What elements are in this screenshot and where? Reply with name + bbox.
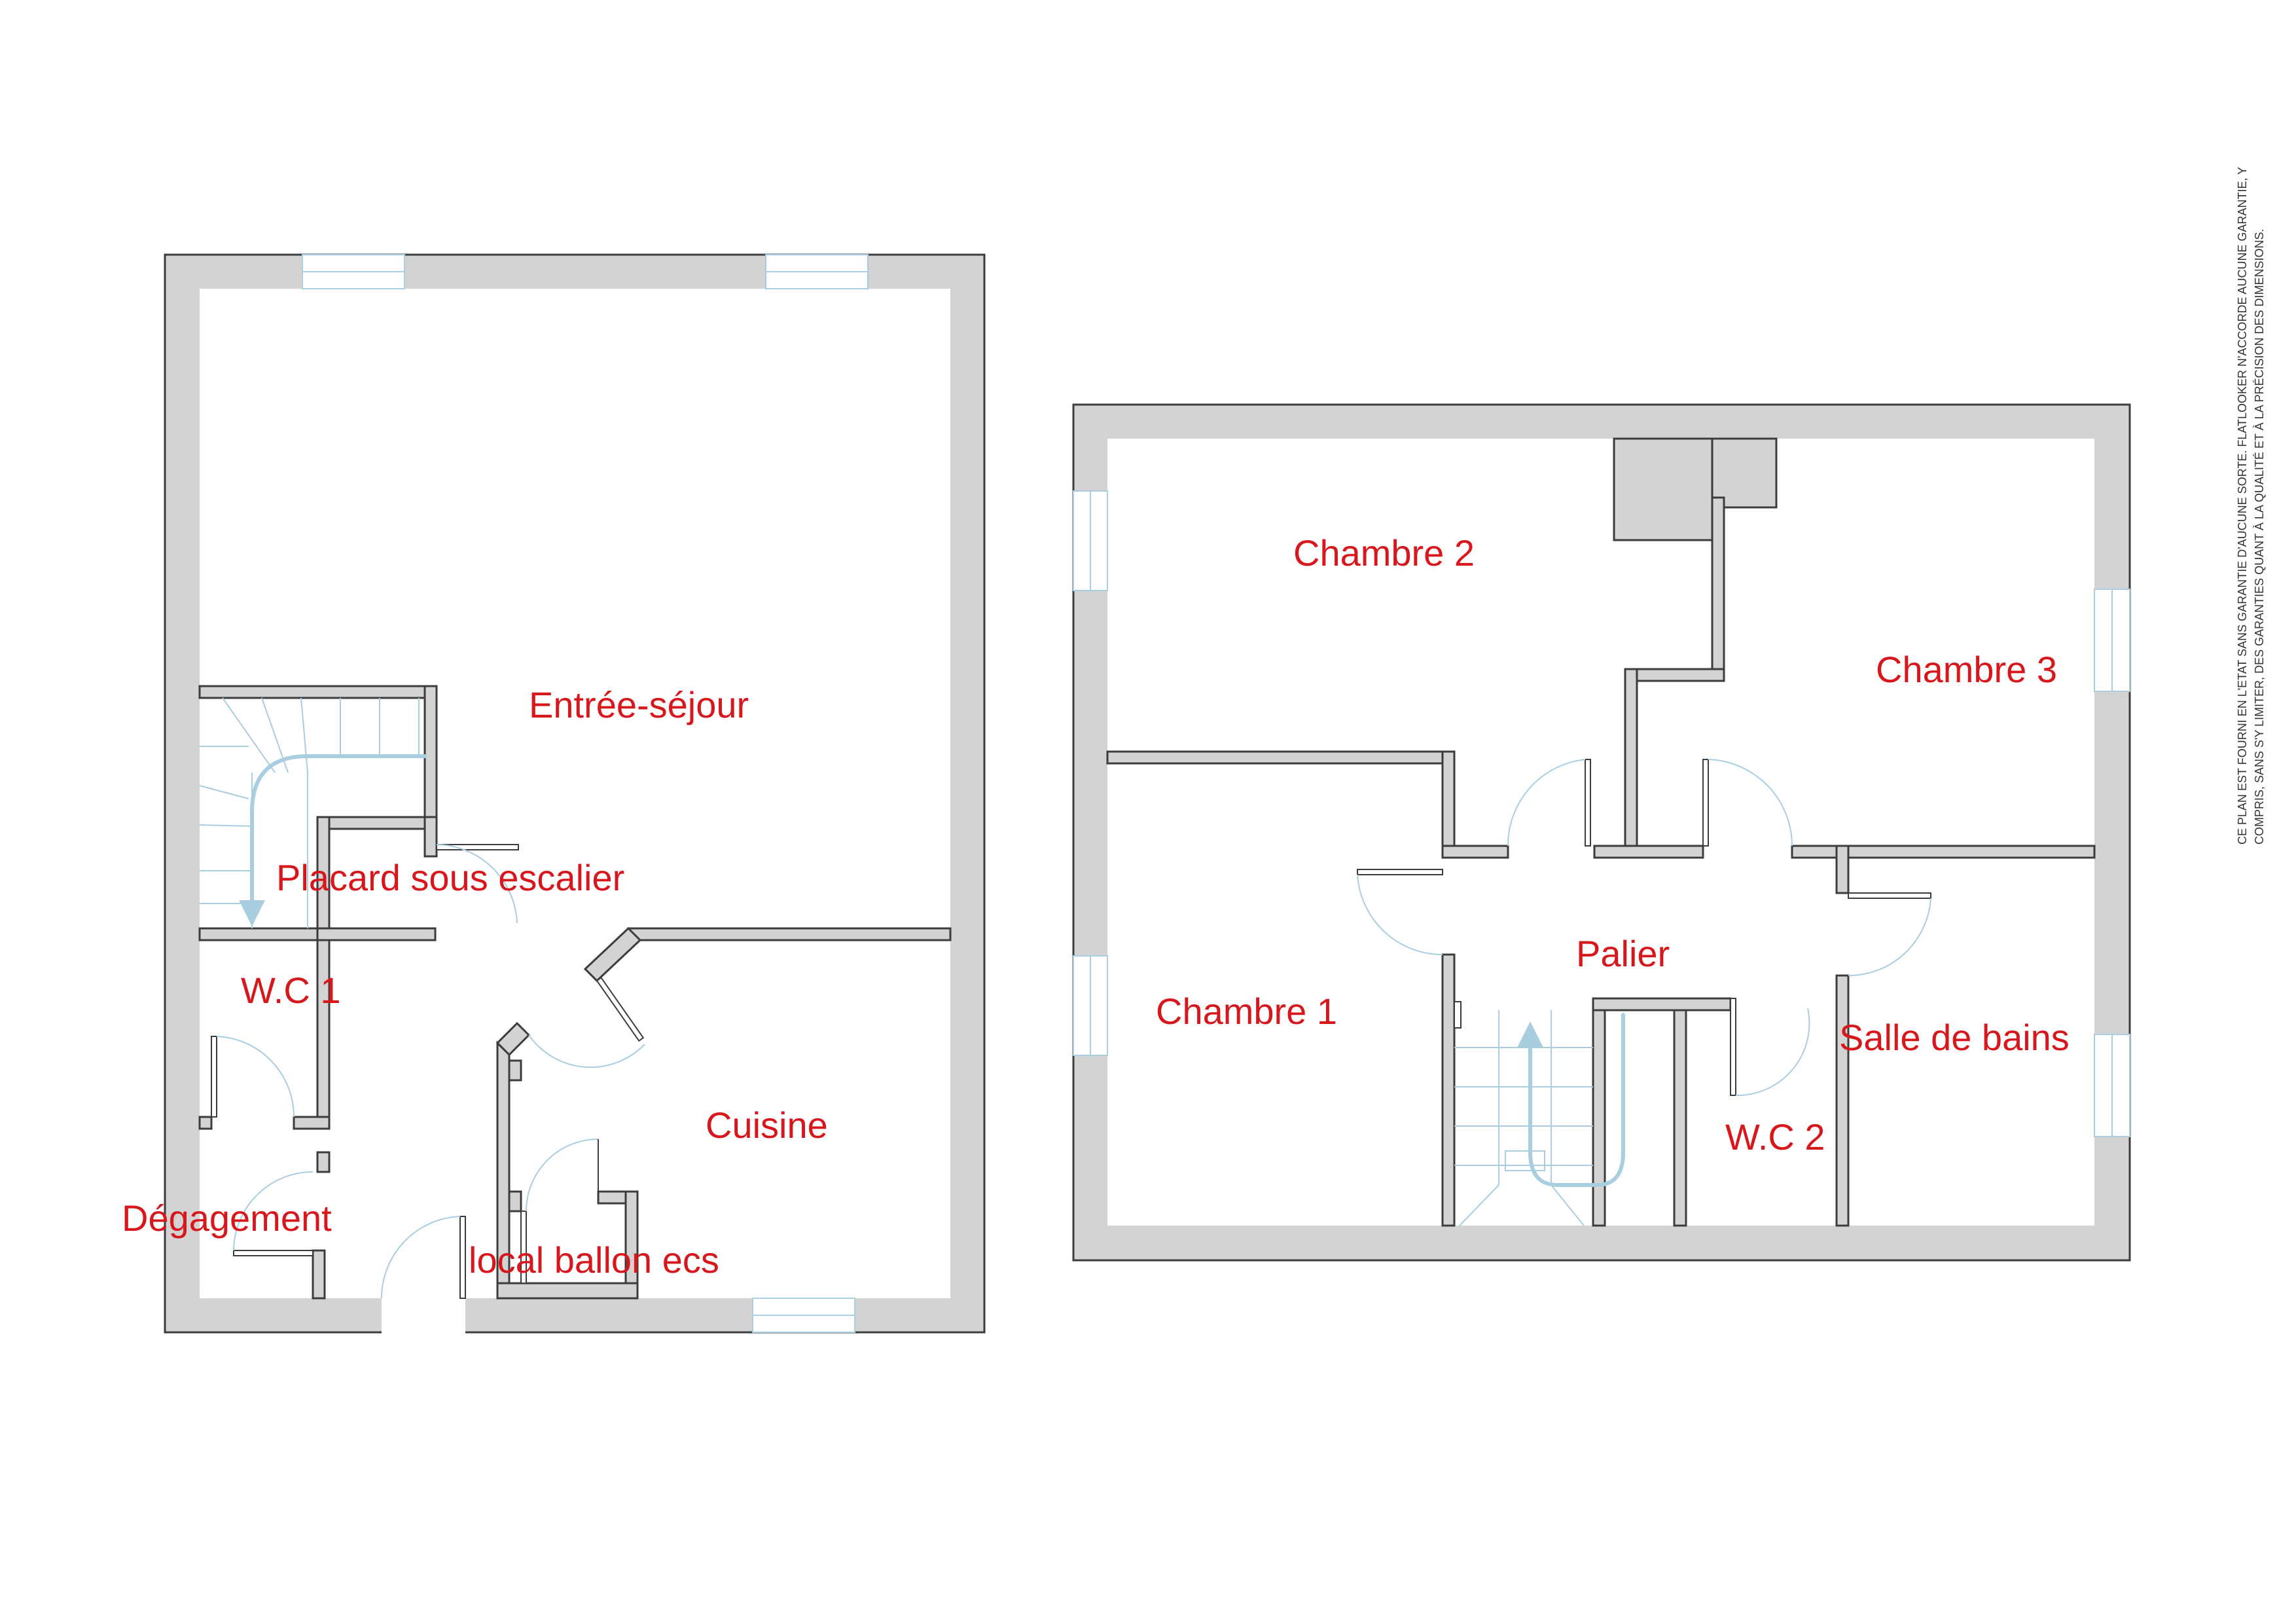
ground-floor-plan: Entrée-séjour Placard sous escalier W.C …	[122, 253, 986, 1334]
first-floor-partitions	[1106, 437, 2096, 1227]
room-label-local-ballon: local ballon ecs	[469, 1239, 719, 1281]
ground-floor-staircase	[199, 697, 427, 928]
kitchen-door-swing	[528, 1034, 645, 1068]
room-label-chambre1: Chambre 1	[1156, 991, 1337, 1032]
room-label-palier: Palier	[1576, 933, 1670, 974]
placard-door	[436, 844, 519, 850]
room-label-cuisine: Cuisine	[706, 1104, 828, 1146]
first-floor-plan: Chambre 2 Chambre 3 Chambre 1 Palier W.C…	[1072, 403, 2131, 1262]
wc2-door	[1730, 998, 1736, 1096]
wc1-door	[211, 1036, 217, 1118]
local-ballon-door	[520, 1211, 527, 1284]
ground-floor-doors	[211, 844, 645, 1299]
stair-direction-arrow	[250, 754, 427, 912]
chambre2-door	[1585, 759, 1591, 847]
entrance-door	[459, 1216, 466, 1299]
first-floor-staircase	[1454, 1010, 1625, 1226]
room-label-wc2: W.C 2	[1725, 1116, 1825, 1158]
room-label-degagement: Dégagement	[122, 1197, 332, 1239]
room-label-entree-sejour: Entrée-séjour	[529, 684, 749, 725]
disclaimer: CE PLAN EST FOURNI EN L'ETAT SANS GARANT…	[2236, 167, 2266, 845]
stair-direction-arrow	[1528, 1013, 1625, 1187]
room-label-wc1: W.C 1	[241, 970, 340, 1011]
disclaimer-line-2: COMPRIS, SANS S'Y LIMITER, DES GARANTIES…	[2253, 228, 2266, 845]
chambre1-door	[1357, 869, 1443, 875]
ground-floor-partitions	[198, 685, 952, 1300]
first-floor-windows	[1073, 490, 2130, 1137]
degagement-door	[233, 1250, 314, 1256]
ground-floor-labels: Entrée-séjour Placard sous escalier W.C …	[122, 684, 828, 1281]
first-floor-labels: Chambre 2 Chambre 3 Chambre 1 Palier W.C…	[1156, 532, 2070, 1158]
first-floor-doors	[1357, 759, 1931, 1097]
room-label-salle-de-bains: Salle de bains	[1839, 1017, 2070, 1058]
room-label-placard: Placard sous escalier	[276, 857, 624, 898]
salle-de-bains-door	[1848, 892, 1931, 899]
room-label-chambre3: Chambre 3	[1876, 649, 2057, 690]
chambre3-door	[1702, 759, 1709, 847]
room-label-chambre2: Chambre 2	[1293, 532, 1475, 574]
ground-floor-windows	[302, 254, 869, 1333]
disclaimer-line-1: CE PLAN EST FOURNI EN L'ETAT SANS GARANT…	[2236, 167, 2249, 845]
entrance-opening	[382, 1298, 465, 1334]
